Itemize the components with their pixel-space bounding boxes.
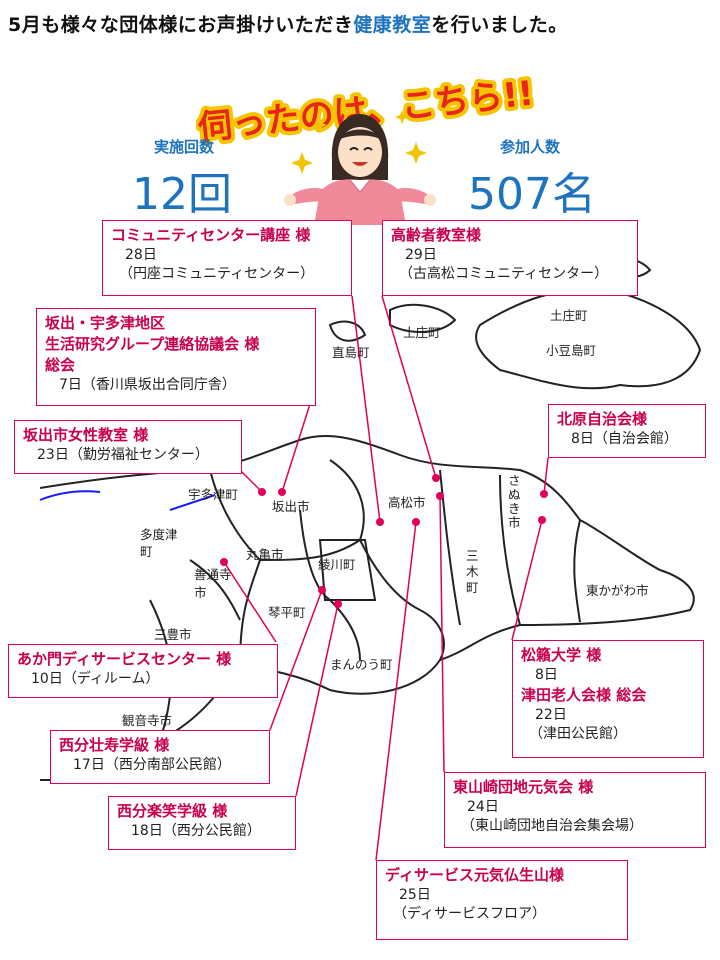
event-title: ディサービス元気仏生山様 <box>385 866 564 884</box>
sparkle-icon <box>291 110 427 174</box>
count-label: 実施回数 <box>154 138 215 156</box>
headline-highlight: 健康教室 <box>353 14 432 36</box>
event-sakaide-group: 坂出・宇多津地区 生活研究グループ連絡協議会 様 総会 7日（香川県坂出合同庁舎… <box>36 308 316 406</box>
town-label: 観音寺市 <box>122 713 173 728</box>
event-nishibun-raku: 西分楽笑学級 様 18日（西分公民館） <box>108 796 296 850</box>
event-date-place: 18日（西分公民館） <box>131 823 261 839</box>
event-title: 東山崎団地元気会 様 <box>453 778 594 796</box>
map-water <box>169 494 216 511</box>
woman-illustration <box>284 110 436 225</box>
town-label: 琴平町 <box>268 605 306 620</box>
event-place: （古高松コミュニティセンター） <box>399 266 609 282</box>
participants-value: 507名 <box>468 169 596 220</box>
map-island <box>328 320 367 342</box>
town-label: 小豆島町 <box>546 343 597 358</box>
event-title: 坂出市女性教室 様 <box>23 426 149 444</box>
town-label: 直島町 <box>332 345 370 360</box>
event-place: （円座コミュニティセンター） <box>119 266 315 282</box>
event-date: 29日 <box>405 247 437 263</box>
event-title: 西分楽笑学級 様 <box>117 802 228 820</box>
event-date-place: 7日（香川県坂出合同庁舎） <box>59 377 236 393</box>
event-kitahara: 北原自治会様 8日（自治会館） <box>548 404 706 458</box>
event-shorai: 松籟大学 様 8日 津田老人会様 総会 22日 （津田公民館） <box>512 640 704 758</box>
event-koreisha: 高齢者教室様 29日 （古高松コミュニティセンター） <box>382 220 638 296</box>
event-title: 生活研究グループ連絡協議会 様 <box>45 335 260 353</box>
headline-text: 5月も様々な団体様にお声掛けいただき <box>8 14 354 36</box>
event-nishibun-ju: 西分壮寿学級 様 17日（西分南部公民館） <box>50 730 270 784</box>
town-label: 土庄町 <box>403 325 441 340</box>
town-label: まんのう町 <box>330 657 393 672</box>
count-value: 12回 <box>132 169 232 220</box>
town-label: 土庄町 <box>550 308 588 323</box>
event-title: 西分壮寿学級 様 <box>59 736 170 754</box>
town-label: 宇多津町 <box>188 487 239 502</box>
map-boundary <box>318 539 377 601</box>
event-title: 北原自治会様 <box>557 410 648 428</box>
event-date-place: 17日（西分南部公民館） <box>73 757 231 773</box>
event-place: （津田公民館） <box>529 726 627 742</box>
headline-text-end: を行いました。 <box>431 14 568 36</box>
map-water <box>39 490 101 501</box>
map-boundary <box>573 519 581 623</box>
event-title: 高齢者教室様 <box>391 226 482 244</box>
town-label: 善通寺市 <box>194 567 232 600</box>
town-label: 三木町 <box>466 548 479 595</box>
event-dayservice: ディサービス元気仏生山様 25日 （ディサービスフロア） <box>376 860 628 940</box>
map-boundary <box>439 469 461 626</box>
event-sakaide-women: 坂出市女性教室 様 23日（勤労福祉センター） <box>14 420 242 474</box>
town-label: 綾川町 <box>318 557 356 572</box>
event-date: 22日 <box>535 707 567 723</box>
event-date: 28日 <box>125 247 157 263</box>
town-label: 高松市 <box>388 495 426 510</box>
town-label: 多度津町 <box>140 527 178 559</box>
map-island <box>475 288 702 390</box>
event-title: 総会 <box>45 356 76 374</box>
town-label: 丸亀市 <box>246 547 284 562</box>
headline: 5月も様々な団体様にお声掛けいただき健康教室を行いました。 <box>8 10 568 37</box>
map-boundary <box>299 509 361 661</box>
event-akamon: あか門ディサービスセンター 様 10日（ディルーム） <box>8 644 278 698</box>
event-higashiyamasaki: 東山崎団地元気会 様 24日 （東山崎団地自治会集会場） <box>444 772 706 848</box>
event-community: コミュニティセンター講座 様 28日 （円座コミュニティセンター） <box>102 220 352 296</box>
town-label: 坂出市 <box>272 499 310 514</box>
event-title: 坂出・宇多津地区 <box>45 314 166 332</box>
event-place: （東山崎団地自治会集会場） <box>461 818 643 834</box>
event-date: 25日 <box>399 887 431 903</box>
event-date: 24日 <box>467 799 499 815</box>
event-date-place: 23日（勤労福祉センター） <box>37 447 209 463</box>
event-date: 8日 <box>535 667 558 683</box>
event-date-place: 8日（自治会館） <box>571 431 678 447</box>
event-title: コミュニティセンター講座 様 <box>111 226 311 244</box>
town-label: 三豊市 <box>154 627 192 642</box>
event-title: 津田老人会様 総会 <box>521 686 647 704</box>
town-label: さぬき市 <box>508 473 521 530</box>
catch-phrase-banner: 伺ったのは、こちら!! 伺ったのは、こちら!! <box>196 76 536 146</box>
town-label: 東かがわ市 <box>586 583 649 598</box>
event-title: あか門ディサービスセンター 様 <box>17 650 232 668</box>
participants-label: 参加人数 <box>500 138 561 156</box>
event-title: 松籟大学 様 <box>521 646 602 664</box>
event-date-place: 10日（ディルーム） <box>31 671 160 687</box>
event-place: （ディサービスフロア） <box>393 906 547 922</box>
